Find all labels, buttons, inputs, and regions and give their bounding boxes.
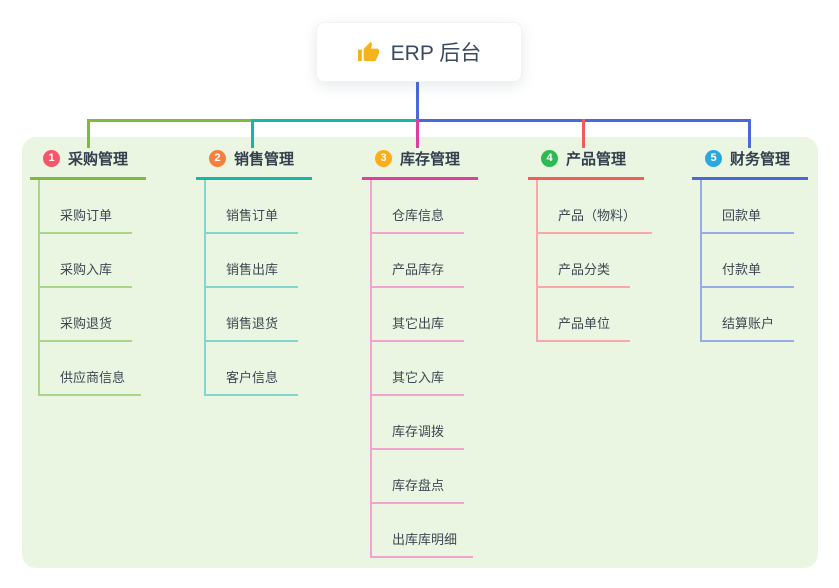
child-node[interactable]: 采购退货 — [40, 288, 132, 342]
child-node[interactable]: 销售订单 — [206, 180, 298, 234]
child-node[interactable]: 客户信息 — [206, 342, 298, 396]
child-node[interactable]: 付款单 — [702, 234, 794, 288]
child-node[interactable]: 其它出库 — [372, 288, 464, 342]
branch-column: 4 产品管理 产品（物料）产品分类产品单位 — [528, 148, 653, 342]
branch-number-badge: 1 — [43, 150, 60, 167]
child-node[interactable]: 产品（物料） — [538, 180, 653, 234]
branch-node[interactable]: 4 产品管理 — [528, 148, 644, 180]
branch-drop-line — [86, 119, 90, 148]
branch-label: 销售管理 — [234, 151, 295, 168]
connector-bar-segment — [250, 119, 416, 122]
child-node[interactable]: 销售出库 — [206, 234, 298, 288]
branch-drop-line — [416, 119, 419, 148]
branch-column: 5 财务管理 回款单付款单结算账户 — [692, 148, 808, 342]
branch-column: 3 库存管理 仓库信息产品库存其它出库其它入库库存调拨库存盘点出库库明细 — [362, 148, 478, 558]
branch-label: 财务管理 — [730, 151, 791, 168]
branch-label: 采购管理 — [68, 151, 129, 168]
branch-node[interactable]: 1 采购管理 — [30, 148, 146, 180]
root-stem-line — [416, 82, 419, 122]
branches-panel — [22, 137, 818, 568]
branch-node[interactable]: 5 财务管理 — [692, 148, 808, 180]
branch-number-badge: 5 — [705, 150, 722, 167]
root-node-label: ERP 后台 — [390, 42, 482, 65]
branch-node[interactable]: 3 库存管理 — [362, 148, 478, 180]
child-node[interactable]: 采购入库 — [40, 234, 132, 288]
branch-number-badge: 2 — [209, 150, 226, 167]
branch-children: 回款单付款单结算账户 — [700, 180, 808, 342]
child-node[interactable]: 供应商信息 — [40, 342, 142, 396]
branch-children: 销售订单销售出库销售退货客户信息 — [204, 180, 312, 396]
child-node[interactable]: 其它入库 — [372, 342, 464, 396]
branch-column: 1 采购管理 采购订单采购入库采购退货供应商信息 — [30, 148, 146, 396]
branch-number-badge: 3 — [375, 150, 392, 167]
branch-label: 库存管理 — [400, 151, 461, 168]
child-node[interactable]: 销售退货 — [206, 288, 298, 342]
branch-drop-line — [581, 119, 585, 148]
branch-children: 仓库信息产品库存其它出库其它入库库存调拨库存盘点出库库明细 — [370, 180, 478, 558]
branch-node[interactable]: 2 销售管理 — [196, 148, 312, 180]
child-node[interactable]: 采购订单 — [40, 180, 132, 234]
child-node[interactable]: 出库库明细 — [372, 504, 474, 558]
thumbs-up-icon — [357, 41, 380, 64]
branch-children: 采购订单采购入库采购退货供应商信息 — [38, 180, 146, 396]
branch-column: 2 销售管理 销售订单销售出库销售退货客户信息 — [196, 148, 312, 396]
connector-bar-segment — [86, 119, 251, 122]
branch-children: 产品（物料）产品分类产品单位 — [536, 180, 653, 342]
root-node[interactable]: ERP 后台 — [316, 22, 522, 82]
child-node[interactable]: 产品单位 — [538, 288, 630, 342]
child-node[interactable]: 库存调拨 — [372, 396, 464, 450]
child-node[interactable]: 库存盘点 — [372, 450, 464, 504]
child-node[interactable]: 结算账户 — [702, 288, 794, 342]
child-node[interactable]: 回款单 — [702, 180, 794, 234]
branch-number-badge: 4 — [541, 150, 558, 167]
branch-drop-line — [250, 119, 254, 148]
child-node[interactable]: 产品库存 — [372, 234, 464, 288]
child-node[interactable]: 仓库信息 — [372, 180, 464, 234]
branch-drop-line — [747, 119, 751, 148]
branch-label: 产品管理 — [566, 151, 627, 168]
child-node[interactable]: 产品分类 — [538, 234, 630, 288]
